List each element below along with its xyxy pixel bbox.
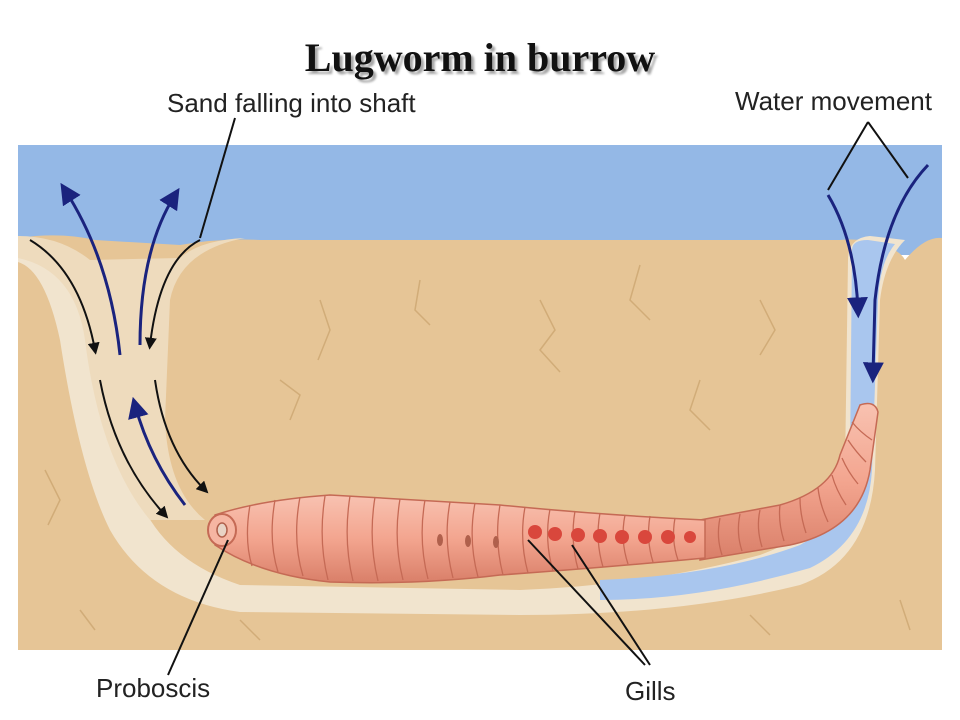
seawater xyxy=(18,145,942,255)
leader-lines xyxy=(167,117,909,676)
leader-proboscis xyxy=(167,539,229,676)
sediment-cracks xyxy=(44,264,911,641)
leader-water-right xyxy=(867,121,909,179)
label-proboscis: Proboscis xyxy=(96,673,211,703)
sand-flow-arrows xyxy=(29,239,209,519)
burrow-lining xyxy=(18,236,905,615)
leader-sand xyxy=(199,117,236,239)
diagram-title: Lugworm in burrow xyxy=(304,35,656,80)
gill-clusters xyxy=(528,525,696,544)
label-water-movement: Water movement xyxy=(735,86,932,116)
feeding-funnel xyxy=(18,236,245,520)
water-flow-arrows xyxy=(60,163,930,506)
label-sand-falling: Sand falling into shaft xyxy=(167,88,416,118)
tail-shaft-water xyxy=(600,240,895,600)
leader-water-left xyxy=(827,121,869,191)
label-gills: Gills xyxy=(625,676,676,706)
leader-gills-1 xyxy=(527,539,646,666)
worm-pores xyxy=(437,534,499,548)
leader-gills-2 xyxy=(571,544,651,666)
worm-tail xyxy=(699,402,879,561)
proboscis-opening xyxy=(216,522,228,538)
